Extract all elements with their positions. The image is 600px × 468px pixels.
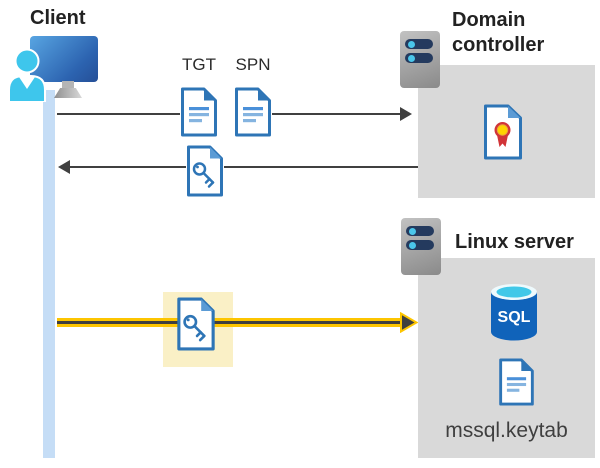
request-arrow-line-left	[57, 113, 180, 115]
domain-controller-server-icon	[400, 31, 440, 88]
tgt-label: TGT	[182, 55, 216, 74]
request-arrow-line-right	[272, 113, 400, 115]
client-monitor-icon	[30, 36, 98, 82]
keytab-file-icon	[499, 358, 534, 406]
client-monitor-stand-base	[54, 88, 82, 98]
domain-controller-title: Domain controller	[452, 9, 545, 56]
service-ticket-key-document-icon	[187, 145, 223, 197]
keytab-filename-label: mssql.keytab	[445, 419, 568, 442]
sql-database-icon: SQL	[491, 284, 537, 341]
certificate-icon	[484, 104, 522, 160]
client-lifeline	[43, 90, 55, 458]
tgt-document-icon	[181, 87, 217, 137]
spn-label: SPN	[235, 55, 271, 74]
linux-server-title: Linux server	[455, 231, 574, 253]
sql-icon-label: SQL	[498, 309, 531, 326]
sql-connection-arrowhead-icon	[400, 312, 418, 333]
linux-server-icon	[401, 218, 441, 275]
keytab-key-document-icon	[177, 297, 215, 351]
client-monitor-stand	[62, 81, 74, 89]
client-title: Client	[30, 7, 86, 29]
client-user-icon	[8, 48, 46, 102]
request-arrowhead-icon	[400, 107, 412, 121]
response-arrow-line-right	[224, 166, 418, 168]
sql-connection-arrow-line	[57, 318, 403, 327]
response-arrow-line-left	[70, 166, 186, 168]
spn-document-icon	[235, 87, 271, 137]
response-arrowhead-icon	[58, 160, 70, 174]
